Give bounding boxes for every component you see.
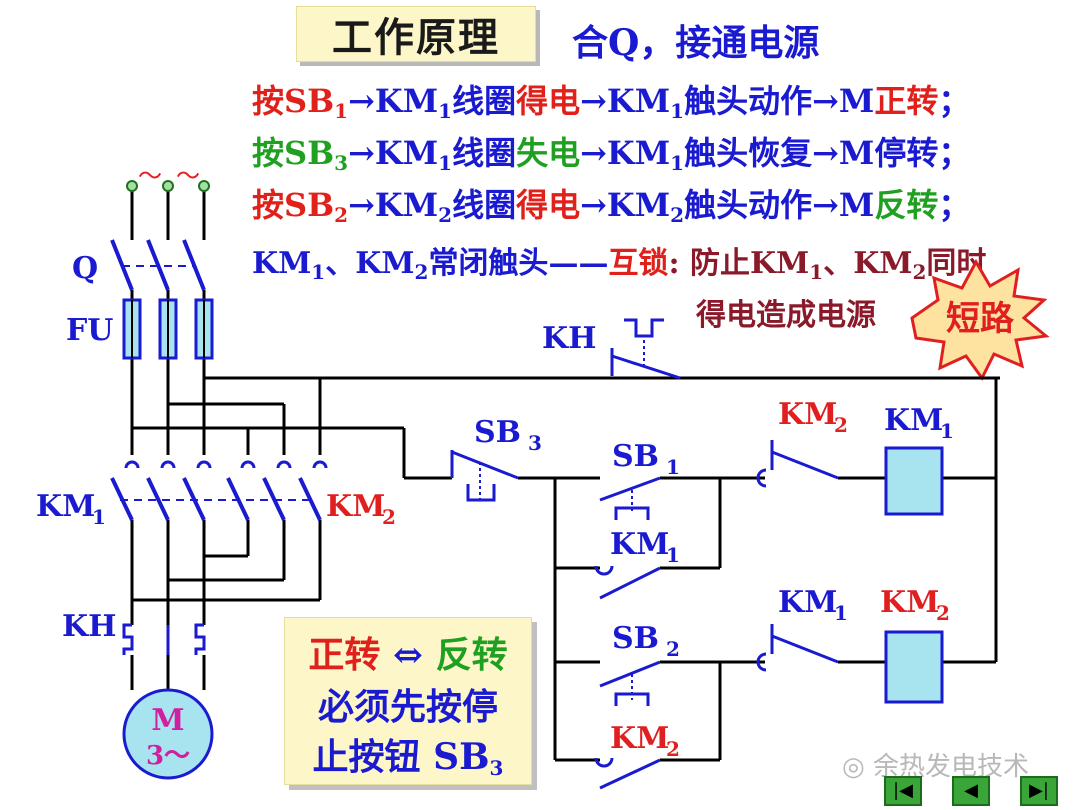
wechat-icon: ◎ (842, 752, 865, 782)
svg-text:1: 1 (834, 601, 848, 625)
svg-text:2: 2 (666, 637, 680, 661)
motor-symbol (122, 688, 214, 780)
title-box: 工作原理 (296, 6, 536, 62)
label-fu: FU (66, 313, 113, 348)
label-km1-nc: KM (778, 585, 837, 620)
desc-line-1: 按SB1→KM1线圈得电→KM1触头动作→M正转； (252, 82, 971, 123)
label-km2-main: KM (326, 489, 385, 524)
km1-coil (884, 446, 944, 516)
label-km2-coil: KM (880, 585, 939, 620)
svg-text:2: 2 (382, 505, 396, 529)
page-title: 工作原理 (332, 14, 500, 61)
svg-text:3: 3 (528, 431, 542, 455)
svg-text:2: 2 (666, 737, 680, 761)
label-sb2: SB (612, 621, 659, 656)
label-kh-main: KH (62, 609, 116, 644)
svg-text:2: 2 (936, 601, 950, 625)
label-q: Q (72, 251, 98, 286)
short-circuit-burst (910, 258, 1050, 381)
prev-slide-button[interactable]: ◀ (952, 776, 990, 806)
motor-label-m: M (151, 703, 184, 738)
label-sb3: SB (474, 415, 521, 450)
label-kh-control: KH (542, 321, 596, 356)
label-km1-coil: KM (884, 403, 943, 438)
km2-coil (884, 630, 944, 704)
interlock-line: KM1、KM2常闭触头——互锁: 防止KM1、KM2同时 (252, 246, 987, 284)
note-line-1: 正转 ⇔ 反转 (308, 634, 508, 676)
tilde-1: ～ (138, 162, 162, 190)
label-km2-nc: KM (778, 397, 837, 432)
desc-line-3: 按SB2→KM2线圈得电→KM2触头动作→M反转； (252, 186, 971, 227)
svg-text:1: 1 (940, 419, 954, 443)
tilde-2: ～ (176, 162, 200, 190)
note-line-3: 止按钮 SB3 (312, 736, 504, 780)
note-line-2: 必须先按停 (317, 686, 498, 728)
svg-text:1: 1 (666, 543, 680, 567)
label-km1-main: KM (36, 489, 95, 524)
first-slide-button[interactable]: |◀ (884, 776, 922, 806)
desc-line-2: 按SB3→KM1线圈失电→KM1触头恢复→M停转； (252, 134, 971, 175)
svg-text:1: 1 (666, 455, 680, 479)
svg-text:1: 1 (92, 505, 106, 529)
watermark: ◎ 余热发电技术 (842, 752, 1029, 782)
motor-label-3: 3～ (146, 741, 190, 771)
next-slide-button[interactable]: ▶| (1020, 776, 1058, 806)
label-km1-self: KM (610, 527, 669, 562)
note-box: 正转 ⇔ 反转 必须先按停 止按钮 SB3 (284, 617, 532, 785)
label-km2-self: KM (610, 721, 669, 756)
svg-text:2: 2 (834, 413, 848, 437)
interlock-reason-line2: 得电造成电源 (696, 298, 876, 333)
label-sb1: SB (612, 439, 659, 474)
header-line: 合Q，接通电源 (572, 22, 820, 64)
burst-label: 短路 (946, 299, 1015, 339)
